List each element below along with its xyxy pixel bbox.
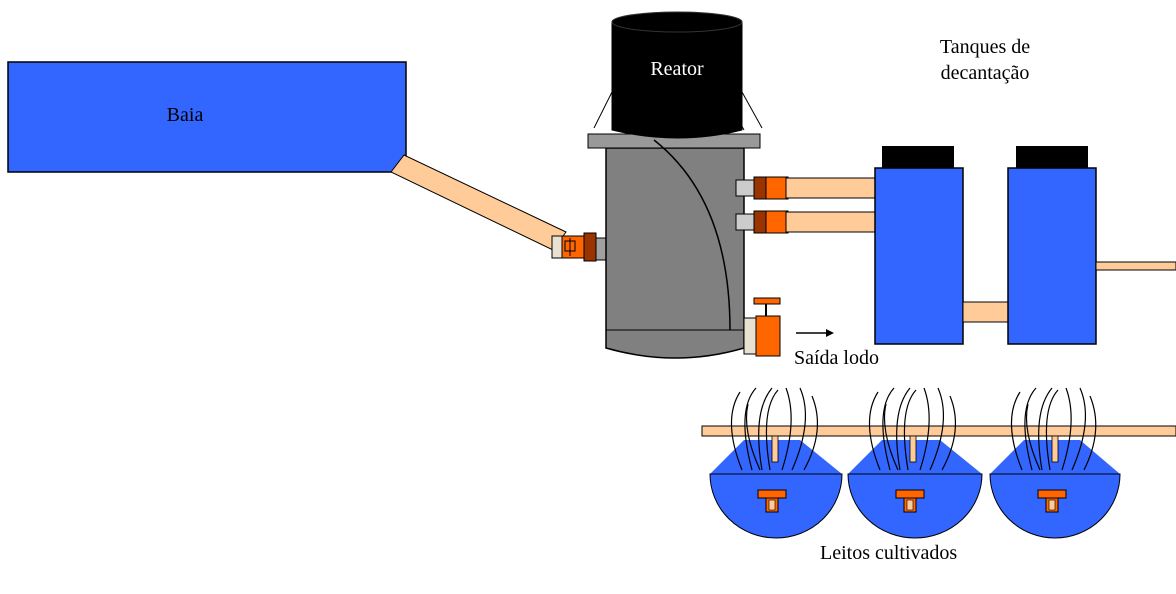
cultivated-bed-2 xyxy=(847,387,983,539)
plant-icon xyxy=(1010,387,1097,471)
sedimentation-tank-1 xyxy=(874,146,964,345)
plant-icon xyxy=(730,387,818,471)
inlet-valve-icon xyxy=(551,232,597,262)
bed-valve-icon xyxy=(895,489,925,513)
baia-label: Baia xyxy=(166,104,204,126)
cultivated-bed-3 xyxy=(989,387,1121,539)
outlet-pipe-lower xyxy=(735,210,879,234)
reactor xyxy=(587,11,763,359)
sludge-valve-icon xyxy=(743,297,781,357)
reator-label: Reator xyxy=(650,58,704,80)
leitos-label: Leitos cultivados xyxy=(820,542,958,564)
tank-outlet-pipe xyxy=(1095,261,1176,271)
arrow-icon xyxy=(796,329,834,337)
baia-tank xyxy=(7,61,407,173)
saida-lodo-label: Saída lodo xyxy=(794,347,879,369)
cultivated-bed-1 xyxy=(709,387,843,539)
sedimentation-tank-2 xyxy=(1007,146,1097,345)
bed-valve-icon xyxy=(1037,489,1067,513)
inlet-pipe xyxy=(390,154,567,251)
connecting-pipe xyxy=(962,301,1010,323)
bed-valve-icon xyxy=(757,489,787,513)
outlet-pipe-upper xyxy=(735,176,879,200)
tanques-label: Tanques de decantação xyxy=(939,36,1031,84)
plant-icon xyxy=(868,387,956,471)
distribution-pipe xyxy=(701,425,1176,437)
